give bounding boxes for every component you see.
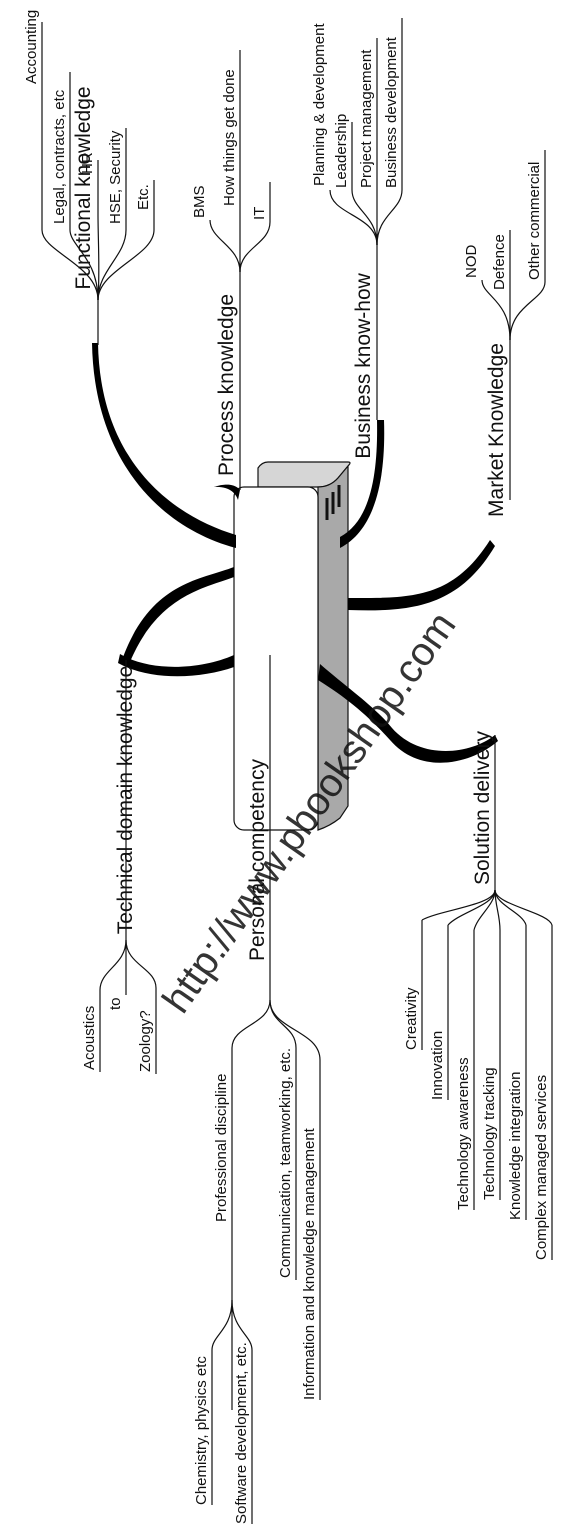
leaf-communication-teamworking: Communication, teamworking, etc. [277, 1048, 294, 1278]
leaf-project-management: Project management [358, 49, 375, 188]
leaf-hr: HR [79, 152, 96, 174]
leaf-technology-awareness: Technology awareness [455, 1057, 472, 1210]
leaf-leadership: Leadership [333, 114, 350, 188]
leaf-defence: Defence [491, 234, 508, 290]
leaf-planning-development: Planning & development [311, 23, 328, 186]
leaf-complex-managed-services: Complex managed services [533, 1075, 550, 1260]
branch-market-knowledge: Market Knowledge NOD Defence Other comme… [463, 162, 543, 517]
leaf-nod: NOD [463, 245, 480, 279]
leaf-knowledge-integration: Knowledge integration [507, 1072, 524, 1220]
leaf-how-things-get-done: How things get done [221, 69, 238, 206]
leaf-software-development: Software development, etc. [233, 1342, 250, 1524]
branch-process-knowledge: Process knowledge BMS How things get don… [191, 69, 268, 476]
leaf-chemistry-physics: Chemistry, physics etc [193, 1356, 210, 1505]
leaf-bms: BMS [191, 185, 208, 218]
branch-title-process: Process knowledge [215, 294, 238, 476]
leaf-business-development: Business development [383, 36, 400, 188]
leaf-it: IT [251, 207, 268, 220]
leaf-zoology: Zoology? [137, 1010, 154, 1072]
branch-title-business: Business know-how [352, 272, 375, 458]
leaf-creativity: Creativity [403, 987, 420, 1050]
leaf-information-knowledge-management: Information and knowledge management [301, 1127, 318, 1400]
leaf-acoustics: Acoustics [81, 1006, 98, 1070]
branch-technical-domain-knowledge: Technical domain knowledge Acoustics to … [81, 666, 154, 1072]
leaf-other-commercial: Other commercial [526, 162, 543, 280]
leaf-professional-discipline: Professional discipline [213, 1074, 230, 1222]
branch-title-functional: Functional knowledge [72, 86, 95, 289]
leaf-hse-security: HSE, Security [107, 130, 124, 224]
branch-business-know-how: Business know-how Planning & development… [311, 23, 400, 459]
branch-title-solution: Solution delivery [471, 730, 494, 885]
leaf-etc: Etc. [135, 184, 152, 210]
leaf-accounting: Accounting [23, 10, 40, 84]
leaf-innovation: Innovation [429, 1031, 446, 1100]
leaf-legal-contracts: Legal, contracts, etc [51, 89, 68, 224]
leaf-technology-tracking: Technology tracking [481, 1067, 498, 1200]
branch-solution-delivery: Solution delivery Creativity Innovation … [403, 730, 550, 1260]
leaf-to: to [107, 997, 124, 1010]
branch-title-technical: Technical domain knowledge [114, 666, 137, 935]
branch-title-market: Market Knowledge [485, 343, 508, 517]
